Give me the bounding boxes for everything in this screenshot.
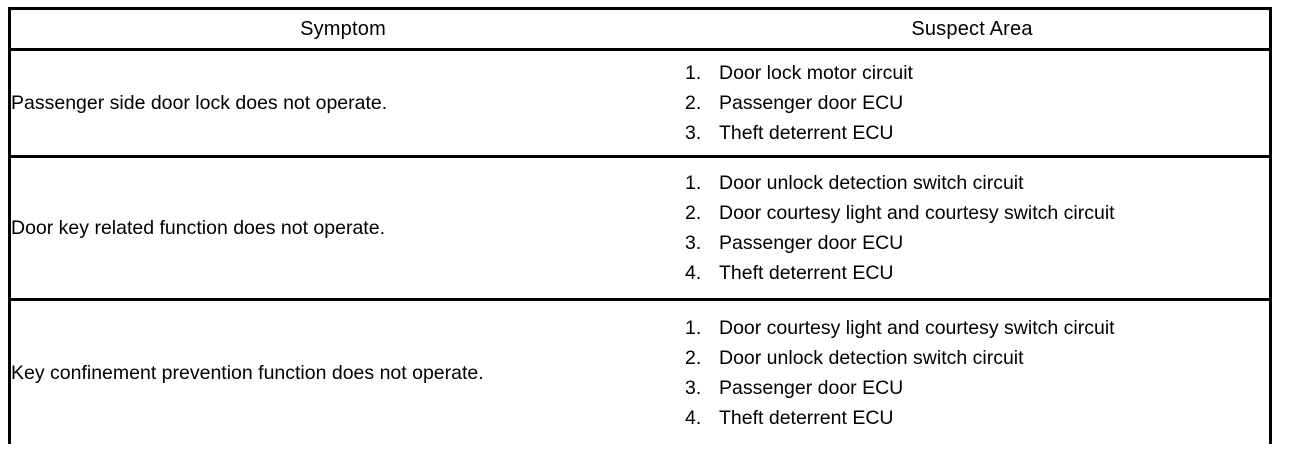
suspect-area-list: 1. Door courtesy light and courtesy switc… — [675, 313, 1269, 433]
suspect-area-cell: 1. Door lock motor circuit 2. Passenger do… — [675, 48, 1269, 157]
list-item-number: 1. — [685, 317, 702, 340]
list-item: 3. Passenger door ECU — [675, 373, 1269, 403]
list-item-number: 4. — [685, 407, 702, 430]
list-item: 1. Door unlock detection switch circuit — [675, 168, 1269, 198]
list-item-label: Door unlock detection switch circuit — [719, 172, 1024, 194]
table-row: Passenger side door lock does not operat… — [11, 48, 1269, 157]
list-item-label: Theft deterrent ECU — [719, 407, 894, 430]
list-item-label: Passenger door ECU — [719, 92, 904, 114]
table-header-row: Symptom Suspect Area — [11, 10, 1269, 50]
diagnostic-table: Symptom Suspect Area Passenger side door… — [11, 10, 1269, 446]
list-item-number: 3. — [685, 232, 702, 254]
list-item: 3. Theft deterrent ECU — [675, 118, 1269, 148]
list-item-label: Door unlock detection switch circuit — [719, 347, 1024, 370]
list-item-label: Theft deterrent ECU — [719, 122, 894, 144]
list-item: 4. Theft deterrent ECU — [675, 403, 1269, 433]
column-header-suspect-area: Suspect Area — [675, 10, 1269, 50]
list-item-number: 4. — [685, 262, 702, 284]
list-item: 2. Door unlock detection switch circuit — [675, 343, 1269, 373]
list-item: 2. Door courtesy light and courtesy switc… — [675, 198, 1269, 228]
list-item-number: 1. — [685, 62, 702, 84]
list-item-label: Theft deterrent ECU — [719, 262, 894, 284]
symptom-suspect-area-table: Symptom Suspect Area Passenger side door… — [8, 7, 1272, 446]
list-item-label: Door courtesy light and courtesy switch … — [719, 317, 1115, 340]
list-item: 4. Theft deterrent ECU — [675, 258, 1269, 288]
list-item-number: 1. — [685, 172, 702, 194]
list-item: 2. Passenger door ECU — [675, 88, 1269, 118]
list-item-number: 3. — [685, 122, 702, 144]
list-item: 1. Door lock motor circuit — [675, 58, 1269, 88]
table-row: Key confinement prevention function does… — [11, 298, 1269, 446]
suspect-area-cell: 1. Door unlock detection switch circuit 2… — [675, 155, 1269, 300]
suspect-area-list: 1. Door unlock detection switch circuit 2… — [675, 168, 1269, 288]
list-item-number: 2. — [685, 92, 702, 114]
list-item: 1. Door courtesy light and courtesy switc… — [675, 313, 1269, 343]
column-header-symptom: Symptom — [11, 10, 675, 50]
symptom-cell: Passenger side door lock does not operat… — [11, 48, 675, 157]
suspect-area-cell: 1. Door courtesy light and courtesy switc… — [675, 298, 1269, 446]
list-item-label: Passenger door ECU — [719, 232, 904, 254]
suspect-area-list: 1. Door lock motor circuit 2. Passenger do… — [675, 58, 1269, 148]
list-item-number: 2. — [685, 347, 702, 370]
list-item-label: Door courtesy light and courtesy switch … — [719, 202, 1115, 224]
list-item-label: Door lock motor circuit — [719, 62, 913, 84]
list-item-label: Passenger door ECU — [719, 377, 904, 400]
list-item-number: 2. — [685, 202, 702, 224]
symptom-cell: Door key related function does not opera… — [11, 155, 675, 300]
table-row: Door key related function does not opera… — [11, 155, 1269, 300]
list-item: 3. Passenger door ECU — [675, 228, 1269, 258]
symptom-cell: Key confinement prevention function does… — [11, 298, 675, 446]
list-item-number: 3. — [685, 377, 702, 400]
